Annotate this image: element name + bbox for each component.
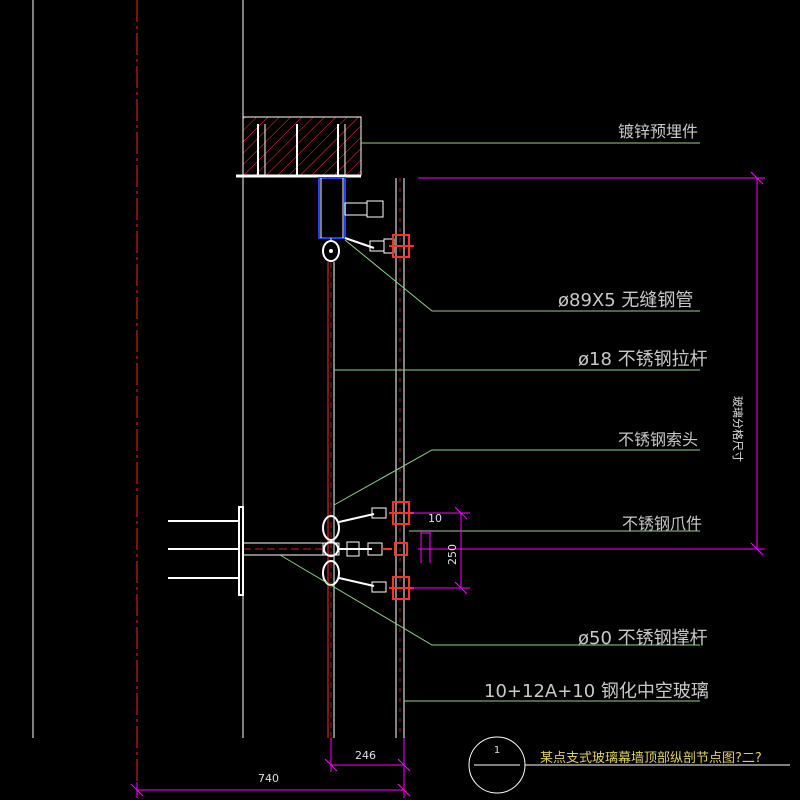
dim-250: 250 [446, 544, 459, 565]
dim-246: 246 [355, 749, 376, 762]
label-rod: ø18 不锈钢拉杆 [578, 349, 708, 370]
drawing-title: 某点支式玻璃幕墙顶部纵剖节点图?二? [540, 751, 762, 766]
dim-740: 740 [258, 772, 279, 785]
label-cable-head: 不锈钢索头 [618, 430, 699, 449]
fitting-top [389, 234, 414, 258]
title-number: 1 [493, 745, 501, 756]
dimension-lines [130, 171, 765, 798]
label-pipe: ø89X5 无缝钢管 [558, 290, 694, 311]
steel-pipe [318, 177, 346, 239]
embed-plate [242, 116, 362, 176]
label-glass: 10+12A+10 钢化中空玻璃 [484, 681, 709, 702]
fitting-mid-bottom [389, 576, 414, 600]
label-strut: ø50 不锈钢撑杆 [578, 628, 708, 649]
leader-lines [279, 142, 700, 702]
wall-anchor-plate [238, 506, 244, 596]
dim-panel-size: 玻璃分格尺寸 [731, 396, 744, 462]
fitting-mid-top [389, 501, 414, 525]
label-embed: 镀锌预埋件 [618, 122, 699, 141]
fitting-mid-center [394, 542, 408, 556]
label-claw: 不锈钢爪件 [622, 514, 703, 533]
dim-10: 10 [428, 512, 442, 525]
